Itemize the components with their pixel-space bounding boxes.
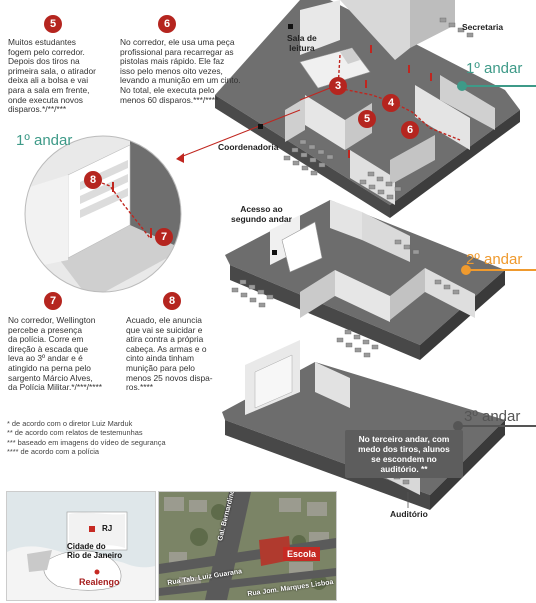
floor-label-first-zoom: 1º andar: [16, 132, 73, 149]
marker-7: 7: [155, 228, 173, 246]
school-marker: Escola: [283, 547, 321, 561]
marker-5: 5: [358, 110, 376, 128]
aerial-map-shapes: [159, 492, 336, 600]
footnote-4: **** de acordo com a polícia: [7, 446, 100, 456]
step-5-number: 5: [44, 15, 62, 33]
step-6-number: 6: [158, 15, 176, 33]
region-map-shapes: [7, 492, 155, 600]
footnote-1: * de acordo com o diretor Luiz Marduk: [7, 419, 133, 428]
room-label-coordenadoria: Coordenadoria: [218, 142, 279, 152]
footnotes: * de acordo com o diretor Luiz Marduk **…: [7, 419, 166, 456]
auditorium-callout: No terceiro andar, com medo dos tiros, a…: [345, 430, 463, 478]
floor-label-second: 2º andar: [466, 251, 523, 268]
step-6-text: No corredor, ele usa uma peça profission…: [120, 37, 241, 105]
room-label-sala-leitura: Sala de leitura: [287, 33, 317, 53]
room-label-secretaria: Secretaria: [462, 22, 504, 32]
step-8-number: 8: [163, 292, 181, 310]
aerial-map: Escola Gal. Bernardino de Matos Rua Tab.…: [158, 491, 337, 601]
step-7-number: 7: [44, 292, 62, 310]
footnote-2: ** de acordo com relatos de testemunhas: [7, 428, 143, 438]
floor-label-first: 1º andar: [466, 60, 523, 77]
footnote-3: *** baseado em imagens do vídeo de segur…: [7, 437, 166, 447]
map-label-city: Cidade do Rio de Janeiro: [67, 542, 123, 560]
room-label-acesso: Acesso ao segundo andar: [231, 204, 292, 224]
zoom-circle-stairs: [24, 135, 182, 293]
marker-8: 8: [84, 171, 102, 189]
marker-6: 6: [401, 121, 419, 139]
step-8-text: Acuado, ele anuncia que vai se suicidar …: [126, 315, 213, 393]
step-7-text: No corredor, Wellington percebe a presen…: [8, 315, 103, 393]
region-map: RJ Cidade do Rio de Janeiro Realengo: [6, 491, 156, 601]
marker-4: 4: [382, 94, 400, 112]
step-5-text: Muitos estudantes fogem pelo corredor. D…: [8, 37, 96, 115]
room-label-auditorio: Auditório: [390, 509, 428, 519]
first-floor-slab: [215, 0, 520, 205]
floor-label-third: 3º andar: [464, 408, 521, 425]
marker-3: 3: [329, 77, 347, 95]
map-label-district: Realengo: [79, 577, 120, 587]
map-label-state: RJ: [102, 524, 113, 533]
